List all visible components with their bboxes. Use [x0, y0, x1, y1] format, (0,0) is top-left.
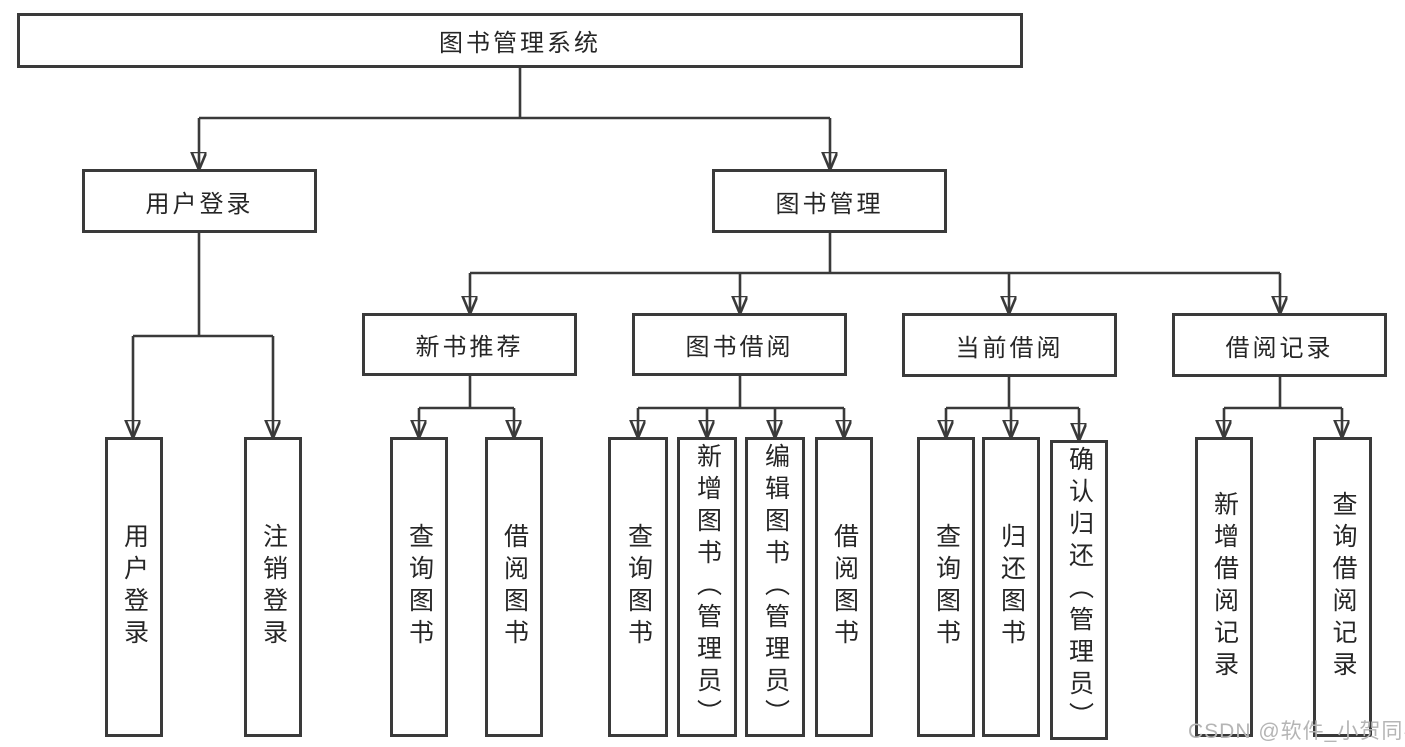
- node-user-login-label: 用户登录: [145, 190, 254, 218]
- node-borrow-record: 借阅记录: [1172, 313, 1387, 377]
- leaf-query-book-recommend: 查询图书: [390, 437, 448, 737]
- leaf-confirm-return-admin-label: 确认归还（管理员）: [1065, 446, 1094, 734]
- leaf-borrow-book: 借阅图书: [815, 437, 873, 737]
- leaf-add-book-admin: 新增图书（管理员）: [677, 437, 737, 737]
- node-book-management: 图书管理: [712, 169, 947, 233]
- leaf-query-borrow-record: 查询借阅记录: [1313, 437, 1372, 737]
- csdn-watermark: CSDN @软件_小贺同学: [1188, 720, 1405, 743]
- connector-userlogin-to-leaves: [133, 233, 273, 437]
- node-new-book-recommend-label: 新书推荐: [415, 334, 524, 361]
- leaf-query-book-current-label: 查询图书: [932, 523, 961, 651]
- leaf-borrow-book-label: 借阅图书: [830, 523, 859, 651]
- node-root-label: 图书管理系统: [439, 30, 601, 57]
- leaf-return-book-label: 归还图书: [997, 523, 1026, 651]
- node-current-borrow: 当前借阅: [902, 313, 1117, 377]
- node-borrow-record-label: 借阅记录: [1225, 334, 1334, 362]
- connector-currentborrow-to-leaves: [946, 377, 1079, 440]
- leaf-edit-book-admin-label: 编辑图书（管理员）: [761, 443, 790, 731]
- leaf-logout-label: 注销登录: [259, 523, 288, 651]
- leaf-confirm-return-admin: 确认归还（管理员）: [1050, 440, 1108, 740]
- leaf-return-book: 归还图书: [982, 437, 1040, 737]
- leaf-query-borrow-record-label: 查询借阅记录: [1329, 491, 1357, 683]
- leaf-query-book-borrow: 查询图书: [608, 437, 668, 737]
- node-root: 图书管理系统: [17, 13, 1023, 68]
- connector-borrowrecord-to-leaves: [1224, 377, 1342, 437]
- leaf-add-borrow-record: 新增借阅记录: [1195, 437, 1253, 737]
- leaf-query-book-current: 查询图书: [917, 437, 975, 737]
- node-current-borrow-label: 当前借阅: [955, 334, 1064, 362]
- node-user-login: 用户登录: [82, 169, 317, 233]
- connector-newbookrec-to-leaves: [419, 376, 514, 437]
- connector-bookborrow-to-leaves: [638, 376, 844, 437]
- leaf-query-book-recommend-label: 查询图书: [405, 523, 434, 651]
- leaf-user-login: 用户登录: [105, 437, 163, 737]
- leaf-query-book-borrow-label: 查询图书: [624, 523, 653, 651]
- connector-root-to-level2: [199, 68, 830, 169]
- node-book-management-label: 图书管理: [775, 190, 884, 218]
- leaf-user-login-label: 用户登录: [120, 523, 149, 651]
- connector-bookmgmt-to-level3: [470, 233, 1280, 313]
- node-book-borrow: 图书借阅: [632, 313, 847, 376]
- leaf-borrow-book-recommend: 借阅图书: [485, 437, 543, 737]
- leaf-borrow-book-recommend-label: 借阅图书: [500, 523, 529, 651]
- node-new-book-recommend: 新书推荐: [362, 313, 577, 376]
- leaf-logout: 注销登录: [244, 437, 302, 737]
- leaf-add-borrow-record-label: 新增借阅记录: [1210, 491, 1239, 683]
- node-book-borrow-label: 图书借阅: [685, 334, 794, 361]
- leaf-add-book-admin-label: 新增图书（管理员）: [693, 443, 722, 731]
- leaf-edit-book-admin: 编辑图书（管理员）: [745, 437, 805, 737]
